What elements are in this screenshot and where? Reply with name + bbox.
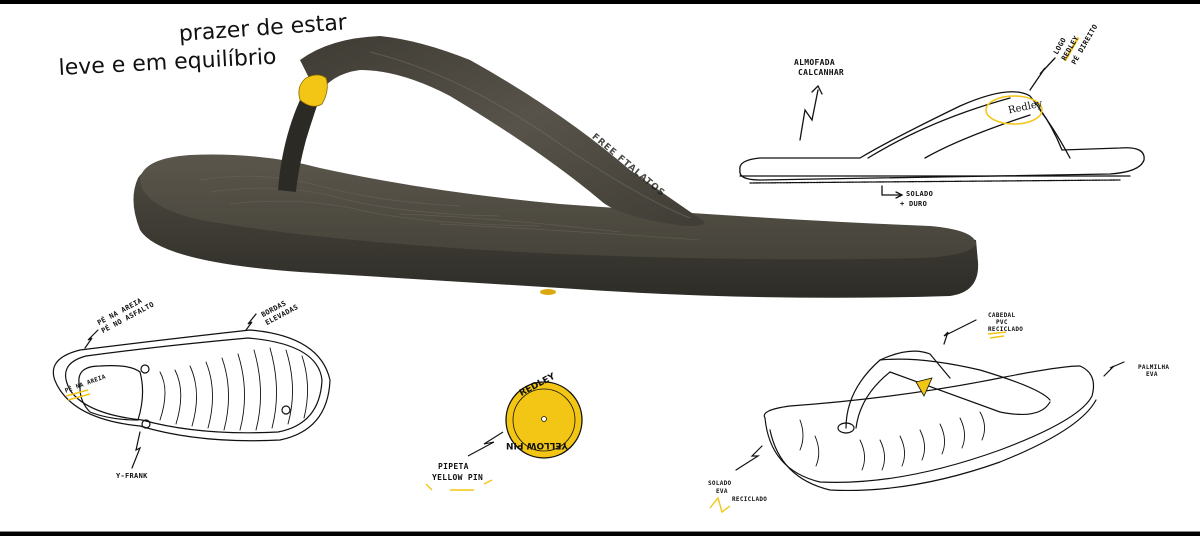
note-insole-line1: PALMILHA [1138, 364, 1170, 371]
bottom-border [0, 531, 1200, 536]
note-upper-line1: CABEDAL [988, 312, 1016, 319]
note-heel-line2: CALCANHAR [798, 68, 845, 77]
note-insole-line2: EVA [1146, 371, 1158, 378]
note-upper-line3: RECICLADO [988, 326, 1024, 333]
note-sole-line2: + DURO [900, 200, 928, 208]
note-bottom: Y-FRANK [116, 472, 148, 480]
note-upper-line2: PVC [996, 319, 1008, 326]
pin-label-line2: YELLOW PIN [432, 473, 484, 482]
note-outsole-line2: EVA [716, 488, 728, 495]
note-heel-line1: ALMOFADA [794, 58, 835, 67]
note-outsole-line3: RECICLADO [732, 496, 768, 503]
note-sole-line1: SOLADO [906, 190, 934, 198]
note-outsole-line1: SOLADO [708, 480, 732, 487]
top-border [0, 0, 1200, 4]
pin-label-line1: PIPETA [438, 462, 469, 471]
